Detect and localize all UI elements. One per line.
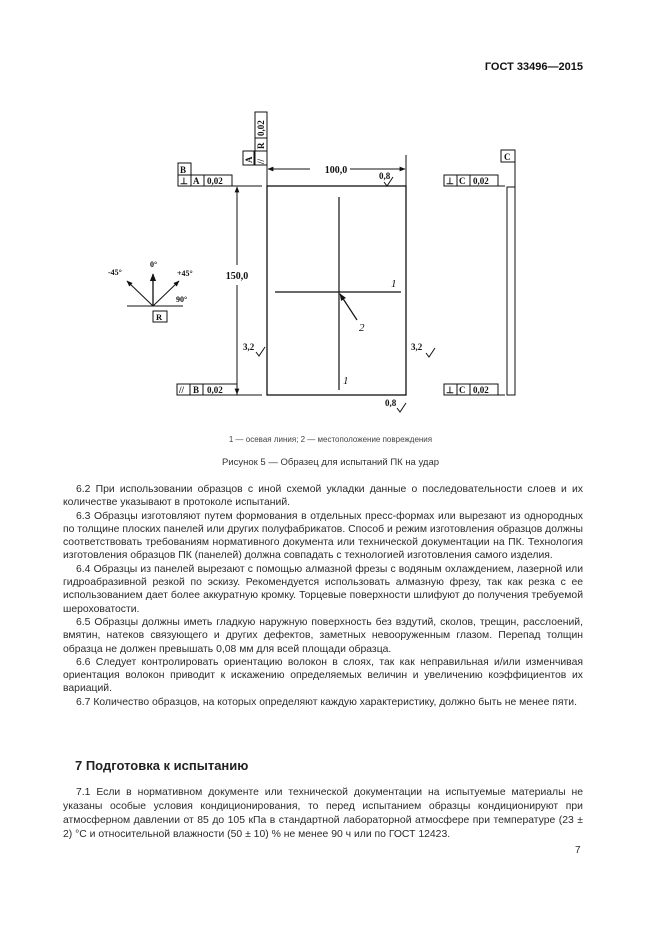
orientation-right-label: +45°: [177, 269, 193, 278]
datum-a: A: [244, 156, 254, 163]
roughness-left: 3,2: [243, 342, 255, 352]
paragraph-7-1: 7.1 Если в нормативном документе или тех…: [63, 787, 583, 840]
figure-legend: 1 — осевая линия; 2 — местоположение пов…: [228, 435, 433, 444]
height-label: 150,0: [226, 271, 249, 282]
damage-leader: [339, 293, 358, 321]
tol-symbol: //: [178, 385, 185, 395]
tol-datum: R: [256, 142, 266, 149]
tol-datum: C: [459, 385, 466, 395]
datum-b: B: [180, 165, 186, 175]
axis-label: 1: [343, 375, 349, 387]
tol-value: 0,02: [473, 385, 489, 395]
orientation-minus45-arrow: [126, 280, 154, 307]
section-heading: 7 Подготовка к испытанию: [75, 758, 249, 773]
tol-value: 0,02: [207, 385, 223, 395]
page-number: 7: [575, 845, 581, 856]
tol-symbol: ⊥: [180, 176, 188, 186]
roughness-top: 0,8: [379, 171, 391, 181]
specimen-drawing: 100,0 150,0 0,8 0,8 3,2 3,2 1 1 2 B ⊥ A …: [108, 111, 516, 413]
tol-symbol: ⊥: [446, 176, 454, 186]
tol-datum: B: [193, 385, 199, 395]
axis-label: 1: [391, 278, 397, 290]
figure-caption: Рисунок 5 — Образец для испытаний ПК на …: [221, 457, 440, 468]
datum-c: C: [504, 152, 511, 162]
paragraph-6-2: 6.2 При использовании образцов с иной сх…: [63, 484, 583, 509]
tol-datum: C: [459, 176, 466, 186]
orientation-up-label: 0°: [150, 260, 157, 269]
section-6-text: 6.2 При использовании образцов с иной сх…: [63, 483, 583, 709]
document-code: ГОСТ 33496—2015: [484, 61, 583, 73]
paragraph-6-7: 6.7 Количество образцов, на которых опре…: [76, 696, 577, 708]
specimen-outline: [266, 185, 407, 396]
section-7-text: 7.1 Если в нормативном документе или тех…: [63, 786, 583, 842]
paragraph-6-3: 6.3 Образцы изготовляют путем формования…: [63, 510, 583, 562]
orientation-horizontal-label: 90°: [176, 295, 187, 304]
tol-symbol: ⊥: [446, 385, 454, 395]
roughness-right: 3,2: [411, 342, 423, 352]
damage-label: 2: [359, 322, 365, 334]
paragraph-6-5: 6.5 Образцы должны иметь гладкую наружну…: [63, 616, 583, 655]
paragraph-6-6: 6.6 Следует контролировать ориентацию во…: [63, 656, 583, 695]
tol-symbol: //: [256, 158, 266, 165]
tol-datum: A: [193, 176, 200, 186]
tol-value: 0,02: [207, 176, 223, 186]
paragraph-6-4: 6.4 Образцы из панелей вырезают с помощь…: [63, 563, 583, 615]
specimen-side-view: [506, 186, 516, 396]
orientation-left-label: -45°: [108, 268, 122, 277]
tol-value: 0,02: [473, 176, 489, 186]
orientation-plus45-arrow: [152, 280, 180, 307]
width-label: 100,0: [325, 165, 348, 176]
datum-r: R: [156, 312, 163, 322]
roughness-bottom: 0,8: [385, 398, 397, 408]
tol-value: 0,02: [256, 120, 266, 136]
